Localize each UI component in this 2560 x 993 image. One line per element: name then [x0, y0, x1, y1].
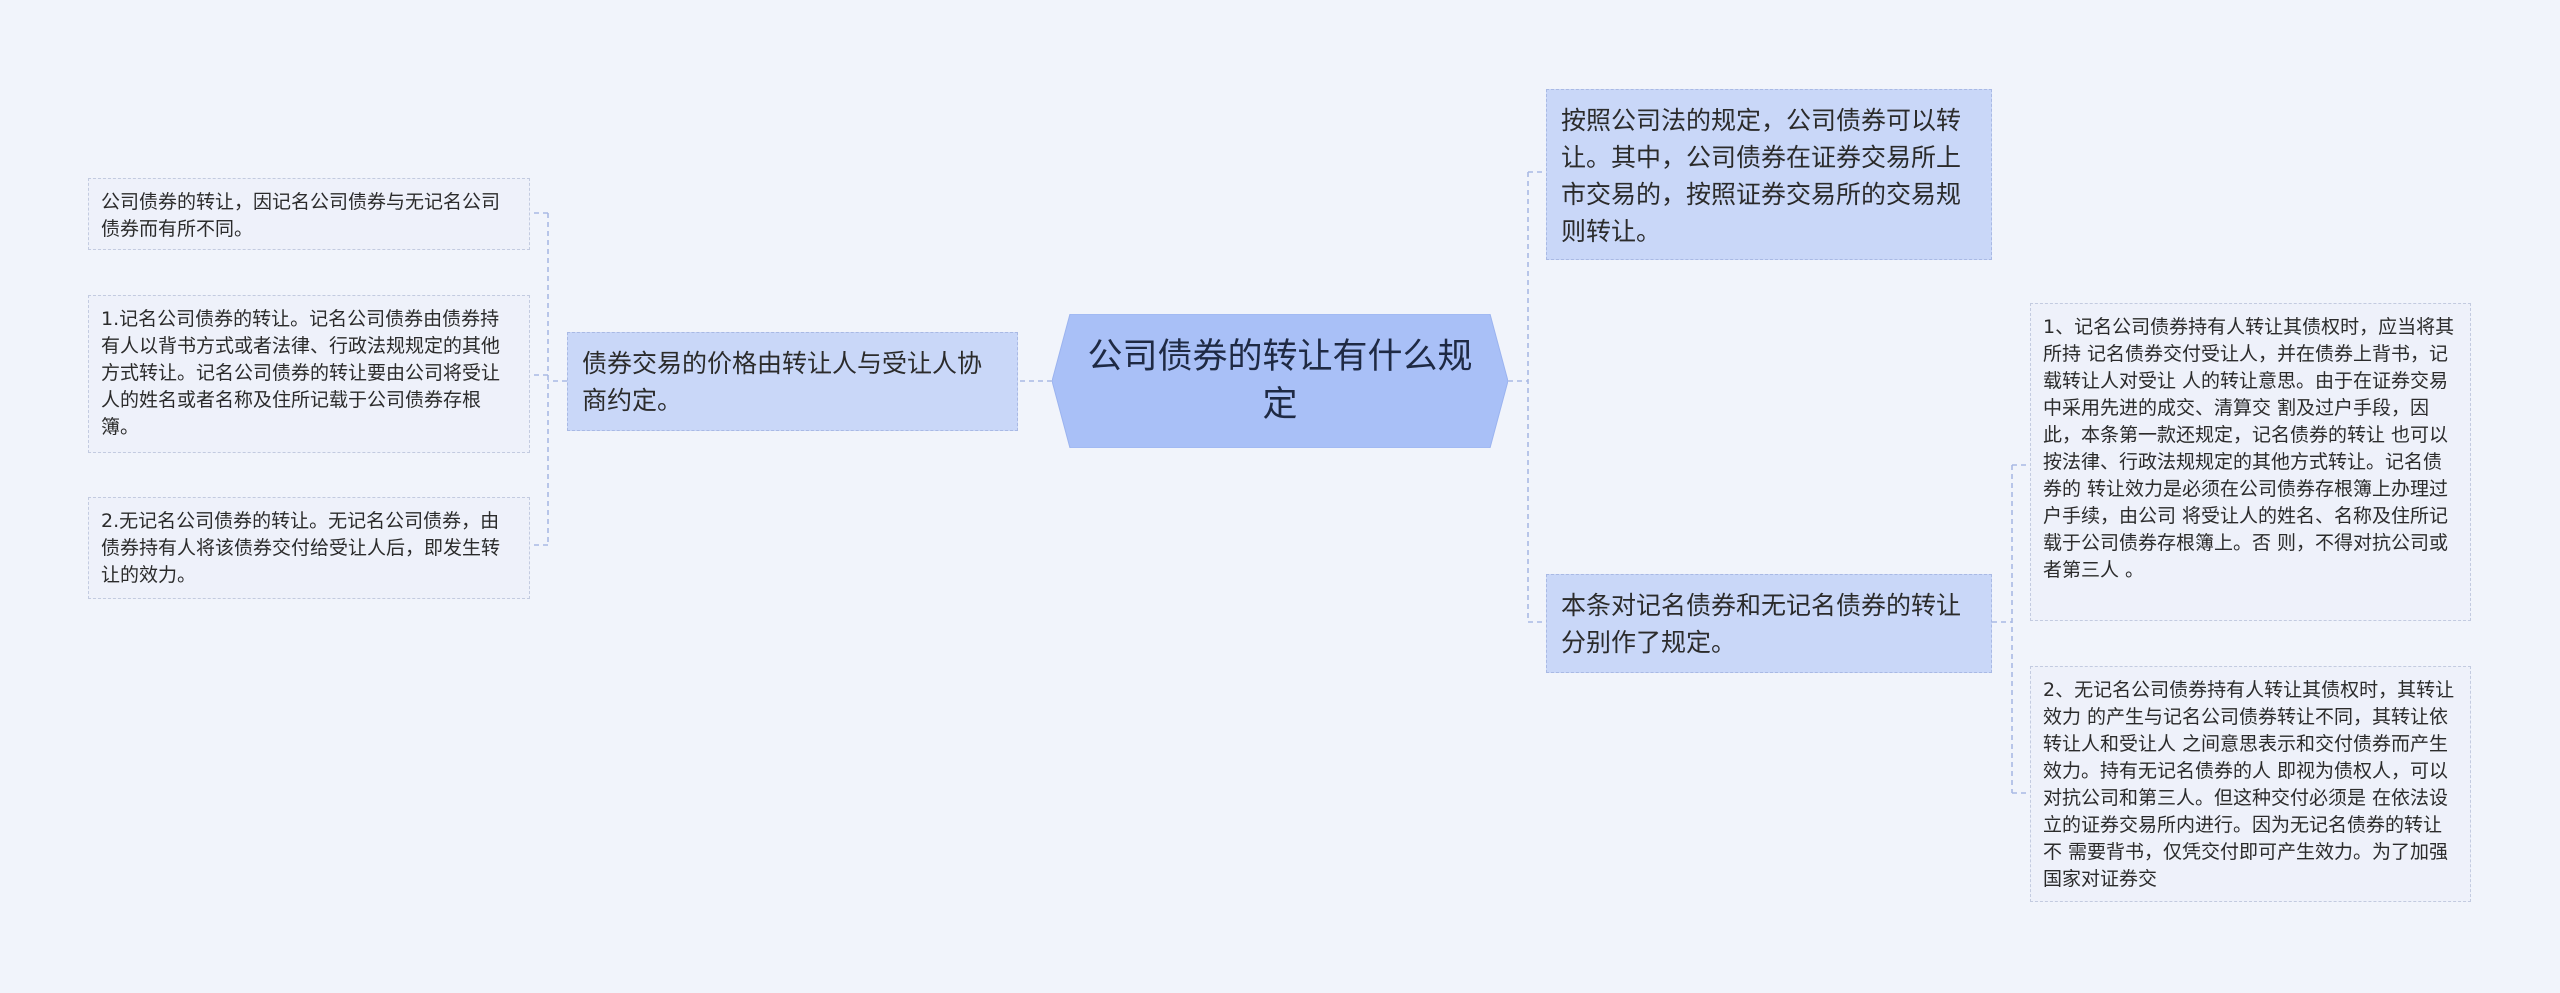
left-leaf-node-2[interactable]: 1.记名公司债券的转让。记名公司债券由债券持有人以背书方式或者法律、行政法规规定… — [88, 295, 530, 453]
connector-left-bracket — [530, 212, 567, 546]
right-leaf-node-2[interactable]: 2、无记名公司债券持有人转让其债权时，其转让效力 的产生与记名公司债券转让不同，… — [2030, 666, 2471, 902]
root-node-title[interactable]: 公司债券的转让有什么规定 — [1087, 337, 1473, 425]
right-branch-node-2[interactable]: 本条对记名债券和无记名债券的转让分别作了规定。 — [1546, 574, 1992, 673]
left-leaf-node-1[interactable]: 公司债券的转让，因记名公司债券与无记名公司债券而有所不同。 — [88, 178, 530, 250]
right-branch-node-1[interactable]: 按照公司法的规定，公司债券可以转让。其中，公司债券在证券交易所上市交易的，按照证… — [1546, 89, 1992, 260]
right-leaf-node-1[interactable]: 1、记名公司债券持有人转让其债权时，应当将其所持 记名债券交付受让人，并在债券上… — [2030, 303, 2471, 621]
left-leaf-node-3[interactable]: 2.无记名公司债券的转让。无记名公司债券，由债券持有人将该债券交付给受让人后，即… — [88, 497, 530, 599]
connector-right-bracket — [1992, 464, 2030, 794]
root-node-shape — [1052, 314, 1508, 448]
left-branch-node[interactable]: 债券交易的价格由转让人与受让人协商约定。 — [567, 332, 1018, 431]
connector-root-right — [1508, 171, 1546, 623]
